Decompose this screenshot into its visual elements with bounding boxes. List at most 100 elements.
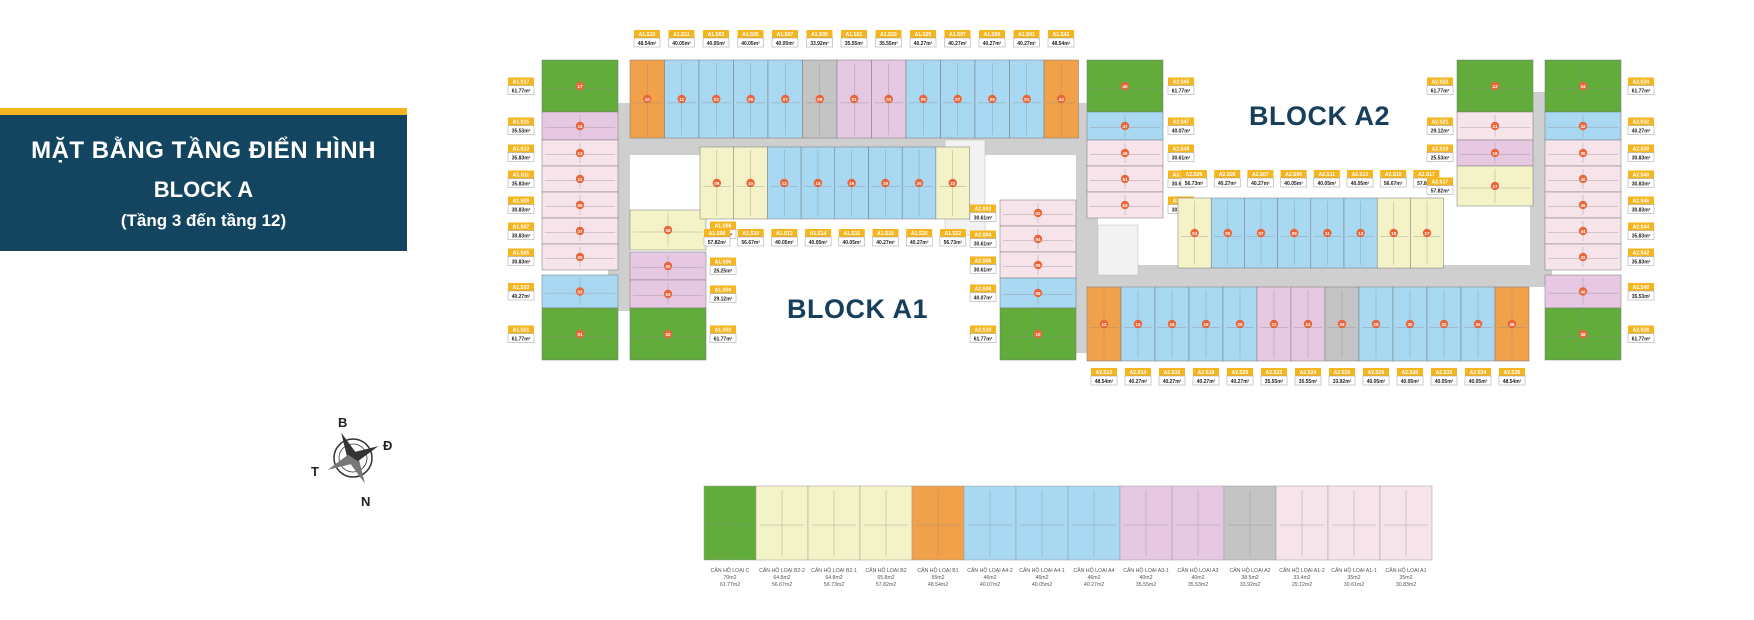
unit-a1-bottom-5 xyxy=(868,146,903,220)
unit-a2-rinner-0-number-dot xyxy=(1490,81,1500,91)
unit-a2-top-7-number-dot xyxy=(1422,228,1432,238)
unit-tag-a2-left-1-area-bg xyxy=(1167,125,1195,135)
unit-a2-top-5 xyxy=(1343,197,1378,269)
unit-tag-a1-left-2-area-bg xyxy=(507,152,535,162)
legend-swatch-10 xyxy=(1223,485,1277,561)
legend-net-area-10: 33.92m2 xyxy=(1240,582,1260,588)
unit-a2-bottom-10-number: 32 xyxy=(1441,322,1447,327)
unit-tag-a1-bottom-7-code: A1.S22 xyxy=(945,231,962,237)
unit-a1-top-3-number-dot xyxy=(746,94,755,104)
unit-tag-a2-bottom-0-code: A2.S12 xyxy=(1096,370,1113,376)
unit-tag-a1-bottom-7-area: 56.73m² xyxy=(944,240,963,246)
unit-tag-a1-bottom-3-code-bg xyxy=(805,229,832,237)
unit-tag-a2-right-7-code-bg xyxy=(1628,283,1654,291)
unit-a1-bottom-4 xyxy=(834,146,869,220)
unit-a2-top-0-number-dot xyxy=(1190,228,1199,238)
unit-tag-a1-top-7-area-bg xyxy=(875,37,902,48)
unit-tag-a1-bottom-6-code: A1.S20 xyxy=(911,231,928,237)
unit-tag-a1-left-5-code-bg xyxy=(508,222,534,231)
unit-a2-top-2-number-dot xyxy=(1256,228,1266,238)
unit-a1-left-5-number: 07 xyxy=(577,229,583,234)
unit-a1-top-4 xyxy=(767,59,803,139)
legend-gross-area-5: 46m2 xyxy=(984,575,997,581)
unit-tag-a2-top-6-area: 56.67m² xyxy=(1384,181,1403,187)
unit-a2-bottom-12 xyxy=(1494,286,1530,362)
unit-a2-bottom-3-number-dot xyxy=(1201,319,1211,329)
unit-tag-a1-left-6-area: 30.83m² xyxy=(512,260,531,266)
legend-type-0: CĂN HỘ LOẠI C xyxy=(711,567,750,574)
unit-a2-right-2-number-dot xyxy=(1578,148,1588,158)
legend-net-area-1: 56.67m2 xyxy=(772,582,792,588)
unit-tag-a2-top-4-code: A2.S11 xyxy=(1319,172,1336,178)
unit-tag-a1-mid-0-code-bg xyxy=(970,204,996,213)
unit-a2-top-0-number: 03 xyxy=(1192,231,1198,236)
unit-a1-left-1-number: 15 xyxy=(577,124,583,129)
unit-tag-a2-left-0-area-bg xyxy=(1167,85,1195,95)
unit-a2-right-4-number-dot xyxy=(1578,200,1588,210)
unit-a2-right-3-number-dot xyxy=(1578,174,1588,184)
unit-a1-top-4-number: 07 xyxy=(783,97,789,102)
unit-tag-a2-rinner-2-area: 25.53m² xyxy=(1431,156,1450,162)
legend-type-3: CĂN HỘ LOẠI B2 xyxy=(865,567,906,574)
unit-tag-a1-mid-1-code: A2.S04 xyxy=(975,233,992,239)
legend-net-area-8: 35.55m2 xyxy=(1136,582,1156,588)
legend-swatch-0 xyxy=(703,485,757,561)
unit-a2-left-4-number: 53 xyxy=(1122,203,1128,208)
unit-tag-a1-mid-4-area: 61.77m² xyxy=(974,337,993,343)
unit-a1-left-4 xyxy=(541,191,619,219)
unit-a2-bottom-9-number: 30 xyxy=(1407,322,1413,327)
compass-ring xyxy=(333,438,373,478)
unit-a2-bottom-1-number: 14 xyxy=(1135,322,1141,327)
unit-tag-a2-bottom-11-area: 40.05m² xyxy=(1469,379,1488,385)
legend-gross-area-7: 46m2 xyxy=(1088,575,1101,581)
unit-a2-right-0 xyxy=(1544,59,1622,113)
unit-tag-a2-bottom-0-code-bg xyxy=(1091,368,1117,376)
unit-tag-a2-rinner-3-code-bg xyxy=(1427,177,1453,186)
unit-a1-top-11-number: 01 xyxy=(1024,97,1030,102)
unit-tag-a2-bottom-0-area-bg xyxy=(1090,375,1118,386)
legend-type-8: CĂN HỘ LOẠI A3-1 xyxy=(1123,567,1169,574)
unit-a2-bottom-5-number: 22 xyxy=(1271,322,1277,327)
unit-a1-top-12 xyxy=(1043,59,1079,139)
unit-a1-mid-0-number-dot xyxy=(1033,208,1043,218)
unit-tag-a1-top-8-code-bg xyxy=(910,30,936,38)
page-subtitle: BLOCK A xyxy=(153,177,254,202)
unit-tag-a2-bottom-2-area: 40.27m² xyxy=(1163,379,1182,385)
unit-tag-a1-top-1-area-bg xyxy=(668,37,695,48)
unit-a2-left-0-number: 45 xyxy=(1122,84,1128,89)
unit-a1-left-2-number-dot xyxy=(575,148,585,158)
unit-a1-top-6 xyxy=(836,59,872,139)
unit-tag-a1-mid-2-code: A2.S06 xyxy=(975,259,992,265)
unit-tag-a2-left-4-code-bg xyxy=(1168,196,1194,205)
unit-a2-bottom-11-number: 34 xyxy=(1475,322,1481,327)
unit-tag-a2-bottom-8-area: 40.05m² xyxy=(1367,379,1386,385)
unit-tag-a1-mid-1-area-bg xyxy=(969,238,997,248)
unit-tag-a2-bottom-11-code-bg xyxy=(1465,368,1491,376)
unit-a2-left-4 xyxy=(1086,191,1164,219)
unit-tag-a1-left-2-code: A1.S13 xyxy=(513,147,530,153)
unit-a1-mid-4-number-dot xyxy=(1033,329,1043,339)
unit-tag-a2-top-2-area-bg xyxy=(1247,177,1274,188)
unit-tag-a1-top-0-code-bg xyxy=(634,30,660,38)
unit-tag-a1-left-7-area-bg xyxy=(507,290,535,301)
legend-net-area-7: 40.27m2 xyxy=(1084,582,1104,588)
legend-net-area-9: 35.53m2 xyxy=(1188,582,1208,588)
unit-a1-inner-3 xyxy=(629,307,707,361)
unit-tag-a1-left-8-code-bg xyxy=(508,325,534,334)
unit-a1-inner-3-number-dot xyxy=(663,329,673,339)
unit-tag-a2-bottom-2-code: A2.S16 xyxy=(1164,370,1181,376)
unit-tag-a2-bottom-4-code-bg xyxy=(1227,368,1253,376)
unit-a1-top-1 xyxy=(664,59,700,139)
unit-a1-top-10 xyxy=(974,59,1010,139)
unit-tag-a1-bottom-4-area: 40.05m² xyxy=(842,240,861,246)
unit-a1-left-6-number: 05 xyxy=(577,255,583,260)
unit-a1-top-4-number-dot xyxy=(781,94,790,104)
unit-a1-bottom-1-number-dot xyxy=(746,178,755,188)
unit-a1-top-2-number: 03 xyxy=(714,97,720,102)
corridor-a1-top xyxy=(595,103,1085,155)
unit-tag-a1-inner-2-area: 29.12m² xyxy=(714,297,733,303)
unit-tag-a2-bottom-3-code: A2.S18 xyxy=(1198,370,1215,376)
legend-gross-area-9: 40m2 xyxy=(1192,575,1205,581)
unit-tag-a1-top-10-code-bg xyxy=(979,30,1005,38)
unit-tag-a1-left-3-code-bg xyxy=(508,170,534,179)
